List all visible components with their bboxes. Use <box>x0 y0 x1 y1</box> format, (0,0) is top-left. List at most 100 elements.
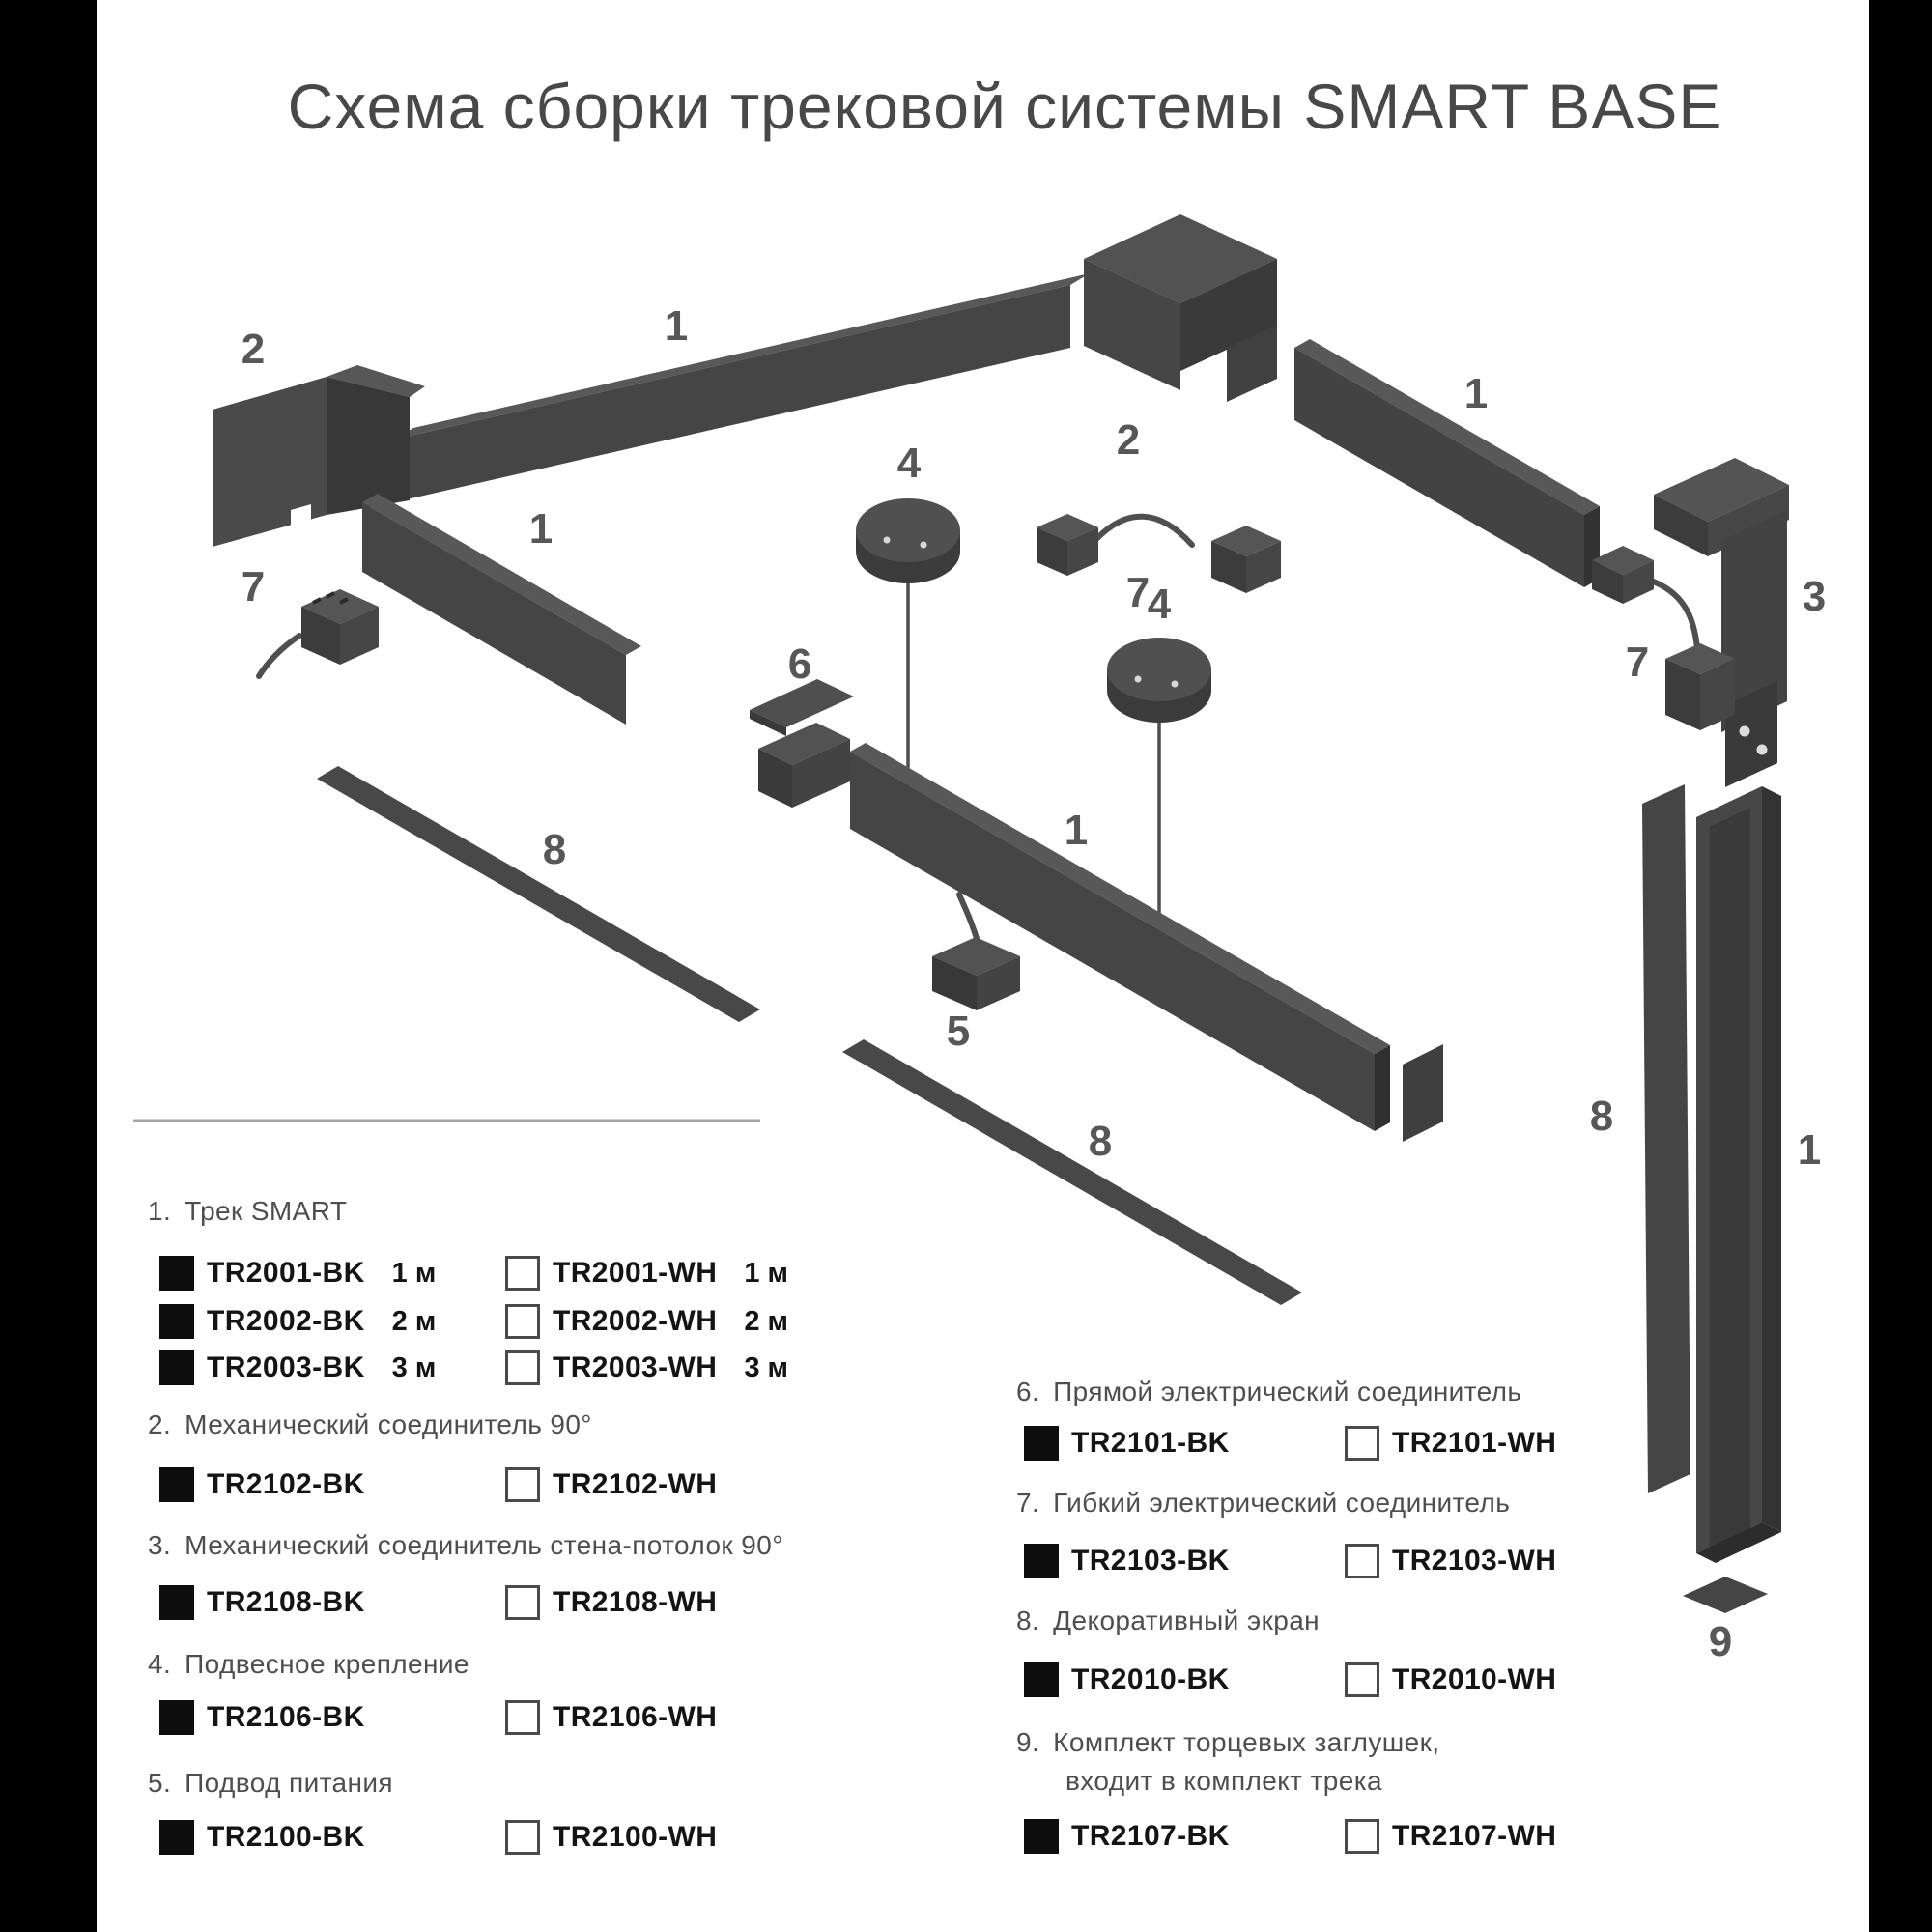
legend-header-8: 8.Декоративный экран <box>1016 1605 1321 1635</box>
callout-8a: 8 <box>543 826 566 873</box>
black-swatch-icon <box>1024 1662 1059 1697</box>
part-screen-8a <box>317 766 760 1022</box>
legend-row-tr2100-bk: TR2100-BK <box>159 1819 365 1856</box>
callout-8c: 8 <box>1590 1093 1613 1140</box>
legend-row-tr2002-bk: TR2002-BK 2 м <box>159 1303 436 1340</box>
white-swatch-icon <box>505 1585 540 1620</box>
legend-row-tr2107-bk: TR2107-BK <box>1024 1818 1230 1855</box>
callout-6: 6 <box>788 640 811 688</box>
letterbox-left <box>0 0 97 1932</box>
callout-1b: 1 <box>1464 370 1488 417</box>
white-swatch-icon <box>1345 1544 1379 1578</box>
legend-header-1: 1.Трек SMART <box>148 1196 348 1226</box>
callout-7c: 7 <box>1626 639 1649 686</box>
part-corner-connector-2a <box>213 365 425 561</box>
callout-4b: 4 <box>1148 581 1172 628</box>
legend-header-9-line1: 9.Комплект торцевых заглушек, <box>1016 1727 1440 1757</box>
part-screen-8c <box>1642 784 1690 1493</box>
part-track-1b <box>1294 339 1600 587</box>
legend-row-tr2108-bk: TR2108-BK <box>159 1584 365 1621</box>
legend-row-tr2003-wh: TR2003-WH 3 м <box>505 1350 788 1386</box>
part-power-feed-5 <box>932 937 1020 1010</box>
white-swatch-icon <box>505 1256 540 1291</box>
white-swatch-icon <box>505 1700 540 1735</box>
black-swatch-icon <box>159 1304 194 1339</box>
legend-row-tr2010-bk: TR2010-BK <box>1024 1662 1230 1698</box>
callout-1a: 1 <box>665 302 688 350</box>
part-flex-connector-7c <box>1592 546 1735 730</box>
callout-1e: 1 <box>1798 1126 1821 1174</box>
legend-row-tr2010-wh: TR2010-WH <box>1345 1662 1556 1698</box>
black-swatch-icon <box>159 1467 194 1502</box>
black-swatch-icon <box>159 1820 194 1855</box>
white-swatch-icon <box>1345 1426 1379 1461</box>
wires <box>256 513 1700 948</box>
legend-row-tr2001-wh: TR2001-WH 1 м <box>505 1255 788 1292</box>
white-swatch-icon <box>505 1304 540 1339</box>
flex-connector-7b-cable <box>1094 513 1195 548</box>
callout-1c: 1 <box>529 505 553 553</box>
legend-row-tr2101-wh: TR2101-WH <box>1345 1425 1556 1462</box>
legend-row-tr2102-wh: TR2102-WH <box>505 1466 717 1503</box>
legend-row-tr2100-wh: TR2100-WH <box>505 1819 717 1856</box>
callout-1d: 1 <box>1065 807 1088 854</box>
callout-3: 3 <box>1803 573 1826 620</box>
black-swatch-icon <box>1024 1819 1059 1854</box>
legend-header-2: 2.Механический соединитель 90° <box>148 1409 592 1439</box>
white-swatch-icon <box>505 1820 540 1855</box>
part-track-1d <box>850 743 1443 1142</box>
legend-row-tr2106-bk: TR2106-BK <box>159 1699 365 1736</box>
flex-connector-7c-cable <box>1645 577 1700 652</box>
callout-7a: 7 <box>242 563 265 611</box>
callout-7b: 7 <box>1126 569 1150 616</box>
legend-row-tr2003-bk: TR2003-BK 3 м <box>159 1350 436 1386</box>
part-track-1a <box>394 273 1090 502</box>
legend-header-6: 6.Прямой электрический соединитель <box>1016 1377 1522 1406</box>
part-flex-connector-7a <box>301 589 379 665</box>
part-canopy-4a <box>856 498 960 583</box>
legend-row-tr2106-wh: TR2106-WH <box>505 1699 717 1736</box>
callout-2b: 2 <box>1117 416 1140 464</box>
legend-row-tr2101-bk: TR2101-BK <box>1024 1425 1230 1462</box>
white-swatch-icon <box>1345 1662 1379 1697</box>
diagram-callouts: 1 2 2 7 1 3 7 7 1 4 4 6 1 5 8 8 8 1 9 <box>242 302 1826 1665</box>
part-canopy-4b <box>1107 638 1211 723</box>
callout-5: 5 <box>947 1008 970 1055</box>
letterbox-right <box>1869 0 1932 1932</box>
callout-4a: 4 <box>897 440 922 487</box>
black-swatch-icon <box>1024 1426 1059 1461</box>
black-swatch-icon <box>159 1700 194 1735</box>
part-straight-connector-6 <box>750 679 854 808</box>
callout-9: 9 <box>1709 1618 1732 1665</box>
callout-8b: 8 <box>1089 1118 1112 1165</box>
legend-header-5: 5.Подвод питания <box>148 1768 393 1798</box>
legend-row-tr2001-bk: TR2001-BK 1 м <box>159 1255 436 1292</box>
legend-header-3: 3.Механический соединитель стена-потолок… <box>148 1530 783 1560</box>
white-swatch-icon <box>505 1467 540 1502</box>
white-swatch-icon <box>1345 1819 1379 1854</box>
white-swatch-icon <box>505 1350 540 1385</box>
legend-header-4: 4.Подвесное крепление <box>148 1649 469 1679</box>
part-end-cap-9 <box>1683 1577 1768 1613</box>
legend-row-tr2103-wh: TR2103-WH <box>1345 1543 1556 1579</box>
legend-row-tr2108-wh: TR2108-WH <box>505 1584 717 1621</box>
flex-connector-7a-cable <box>256 633 302 679</box>
black-swatch-icon <box>159 1256 194 1291</box>
part-track-1c <box>362 494 641 724</box>
legend-header-9-line2: входит в комплект трека <box>1065 1766 1382 1796</box>
legend-header-7: 7.Гибкий электрический соединитель <box>1016 1488 1511 1518</box>
legend-row-tr2102-bk: TR2102-BK <box>159 1466 365 1503</box>
part-corner-connector-2b <box>1084 214 1277 402</box>
black-swatch-icon <box>159 1585 194 1620</box>
legend-row-tr2002-wh: TR2002-WH 2 м <box>505 1303 788 1340</box>
part-flex-connector-7b <box>1037 514 1281 593</box>
callout-2a: 2 <box>242 326 265 373</box>
part-track-1e <box>1696 786 1781 1563</box>
part-wall-ceiling-connector-3 <box>1654 458 1789 787</box>
part-screen-8b <box>842 1039 1302 1305</box>
legend-row-tr2103-bk: TR2103-BK <box>1024 1543 1230 1579</box>
page-title: Схема сборки трековой системы SMART BASE <box>287 71 1722 142</box>
legend-row-tr2107-wh: TR2107-WH <box>1345 1818 1556 1855</box>
black-swatch-icon <box>1024 1544 1059 1578</box>
